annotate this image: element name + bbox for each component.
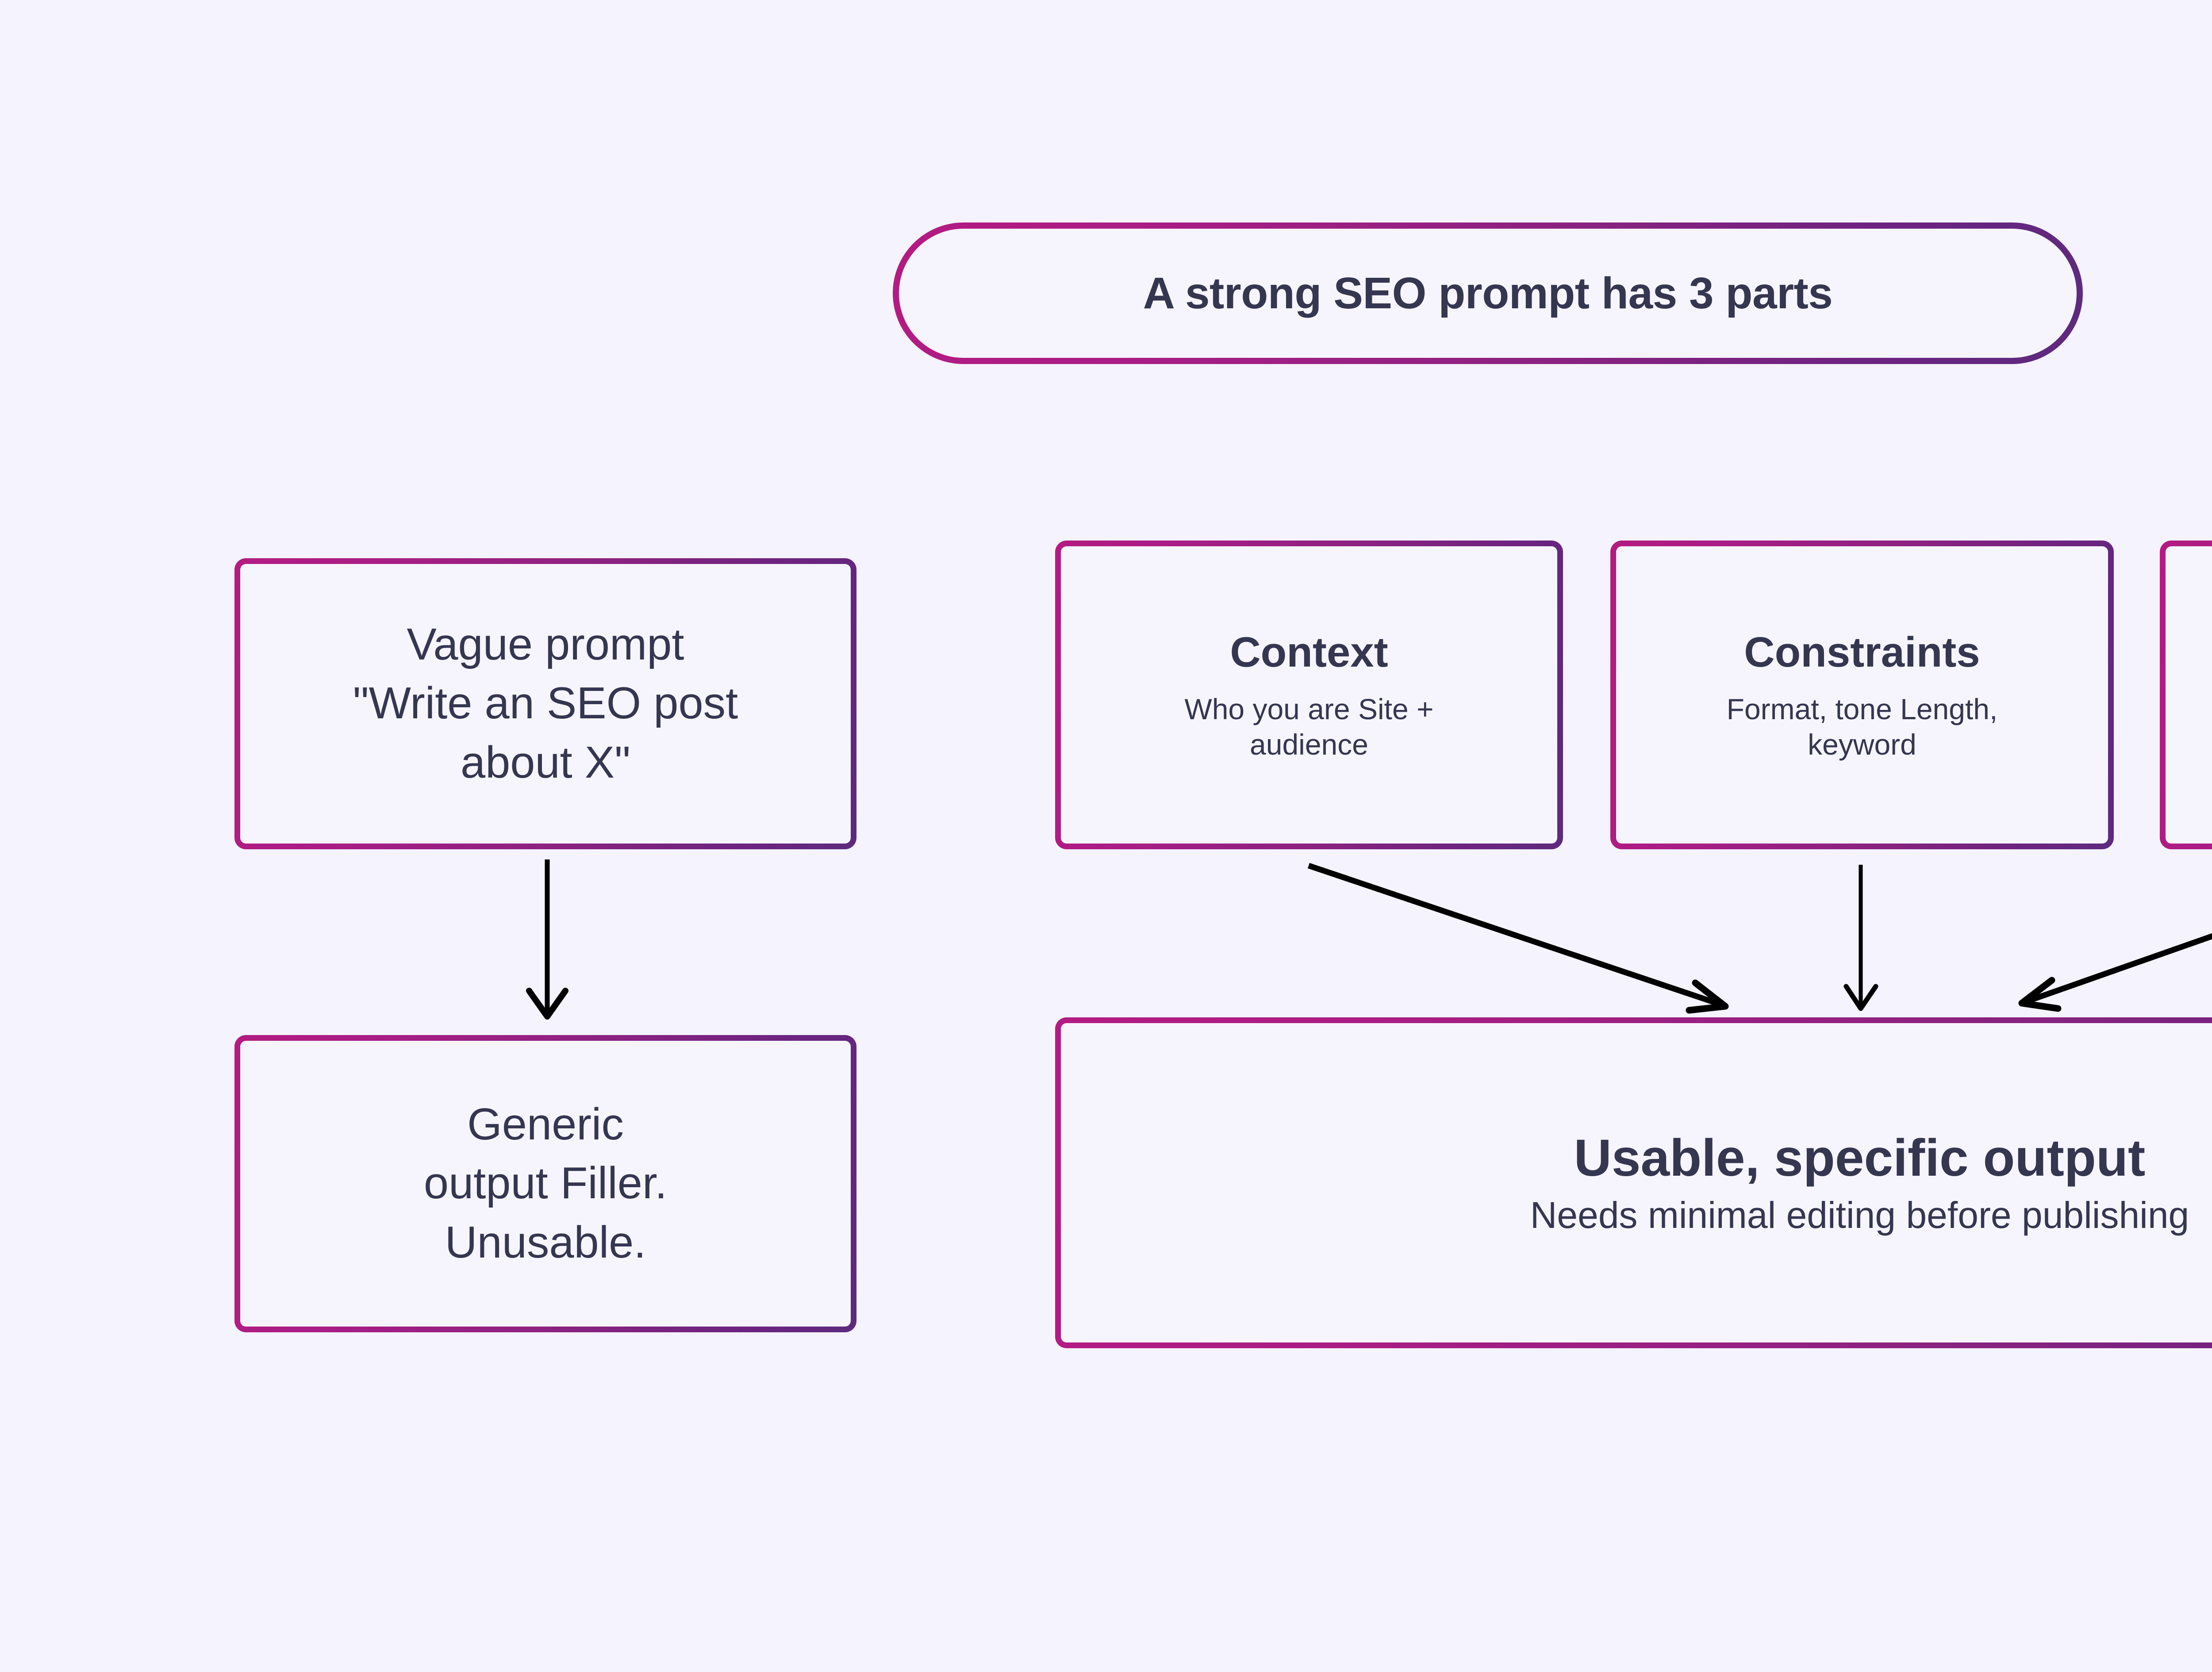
vague-prompt-box: Vague prompt "Write an SEO post about X" [234,558,856,849]
part-box-context: Context Who you are Site + audience [1055,541,1563,849]
part-box-constraints: Constraints Format, tone Length, keyword [1610,541,2114,849]
part-title-context: Context [1230,629,1388,676]
usable-output-title: Usable, specific output [1574,1129,2146,1188]
part-box-objective: Objective What the output must do [2160,541,2212,849]
generic-output-box: Generic output Filler. Unusable. [234,1035,856,1332]
usable-output-box: Usable, specific output Needs minimal ed… [1055,1017,2212,1348]
part-subtitle-context: Who you are Site + audience [1184,693,1434,761]
header-pill: A strong SEO prompt has 3 parts [893,222,2083,364]
connector-context-to-output [1307,863,1729,1014]
vague-prompt-text: Vague prompt "Write an SEO post about X" [353,620,738,787]
connector-vague-to-generic [526,859,568,1020]
usable-output-subtitle: Needs minimal editing before publishing [1530,1194,2189,1236]
connector-constraints-to-output [1843,865,1878,1011]
part-title-constraints: Constraints [1744,629,1980,676]
header-title: A strong SEO prompt has 3 parts [1143,268,1833,318]
part-subtitle-constraints: Format, tone Length, keyword [1726,693,1998,761]
connector-objective-to-output [2018,933,2212,1012]
generic-output-text: Generic output Filler. Unusable. [423,1100,668,1267]
